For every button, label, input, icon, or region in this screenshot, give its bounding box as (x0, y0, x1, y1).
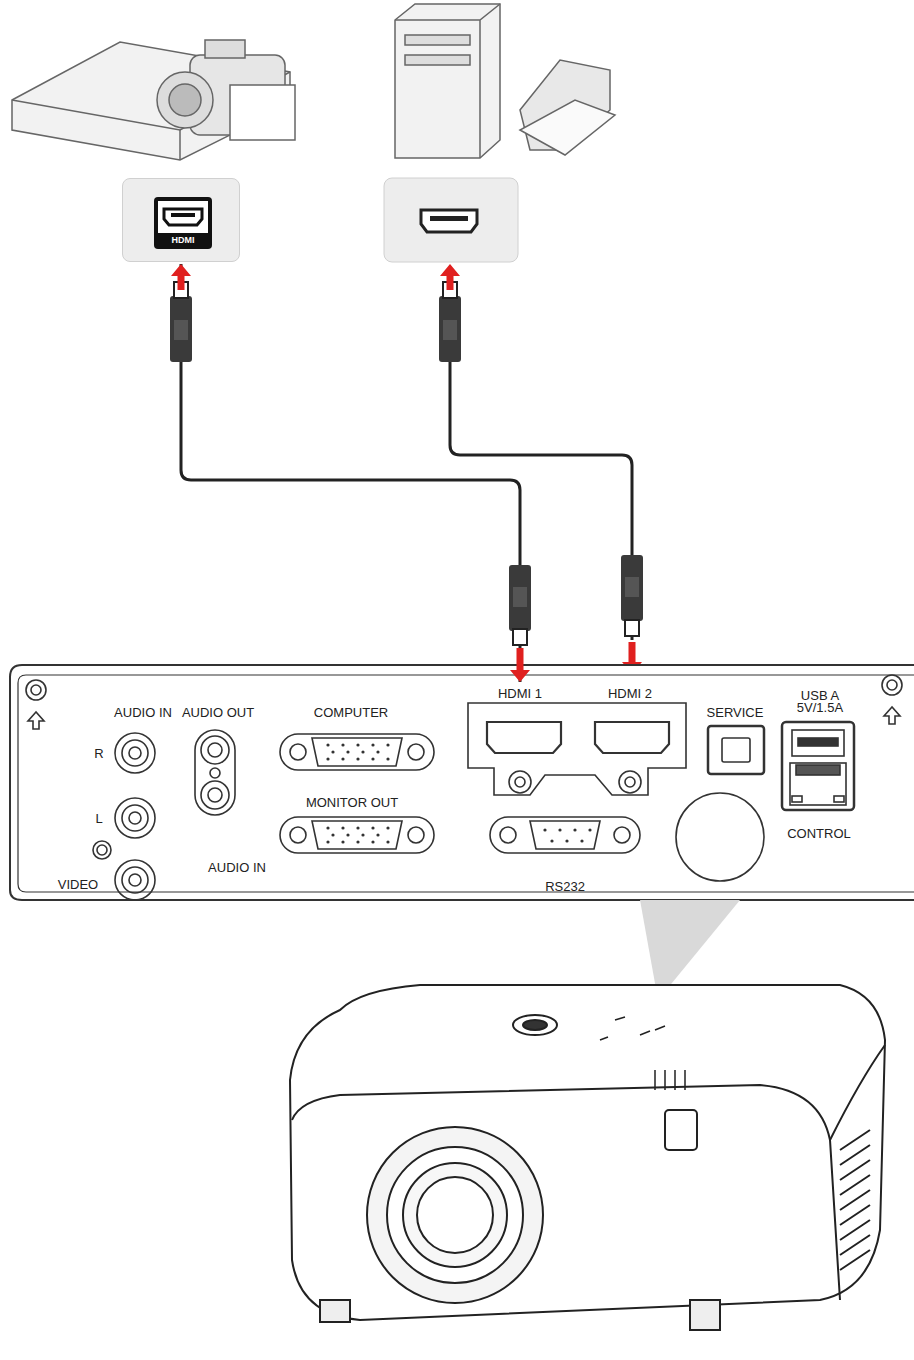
hdmi-cable (170, 264, 531, 682)
source-port-box: HDMI (122, 178, 240, 262)
port-label: CONTROL (787, 826, 851, 841)
port-label: SERVICE (707, 705, 764, 720)
port-name: HDMI 2 (588, 684, 672, 701)
port-label: AUDIO IN (208, 860, 266, 875)
port-label: USB A 5V/1.5A (792, 690, 848, 714)
port-label: RS232 (545, 879, 585, 894)
hdmi-port: HDMI 1 (478, 684, 562, 714)
port-label: AUDIO IN (114, 705, 172, 720)
port-label: COMPUTER (314, 705, 388, 720)
port-label: VIDEO (58, 877, 98, 892)
port-label: R (94, 746, 103, 761)
hdmi-icon (123, 179, 241, 263)
port-label: AUDIO OUT (182, 705, 254, 720)
port-name: HDMI 1 (478, 684, 562, 701)
port-label: L (95, 811, 102, 826)
port-label: MONITOR OUT (306, 795, 398, 810)
hdmi-port: HDMI 2 (588, 684, 672, 714)
port-name: HDMI (154, 234, 212, 246)
